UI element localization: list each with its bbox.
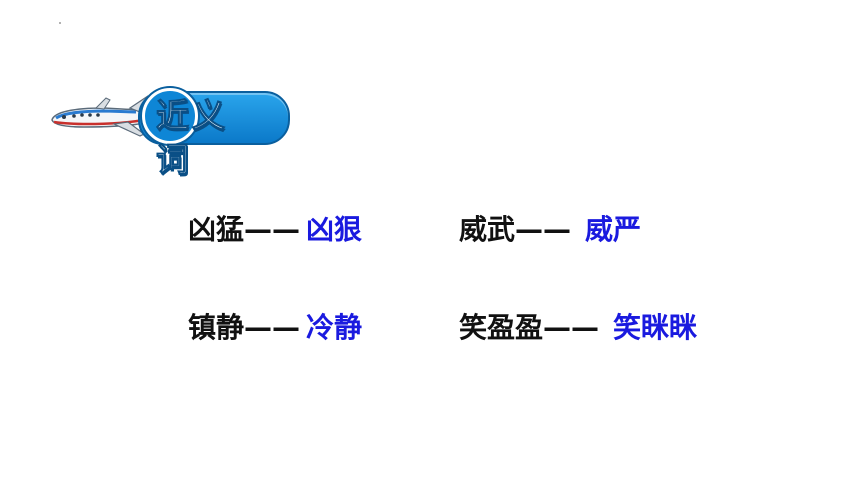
synonym-pair: 威武—— 威严 <box>459 210 641 250</box>
dash-separator: —— <box>543 311 600 344</box>
synonym-pair: 镇静——冷静 <box>188 308 362 348</box>
dash-separator: —— <box>244 213 301 246</box>
synonym-pair: 笑盈盈—— 笑眯眯 <box>459 308 697 348</box>
synonym-pair: 凶猛——凶狠 <box>188 210 362 250</box>
synonym: 凶狠 <box>306 213 363 246</box>
word: 凶猛 <box>188 213 245 246</box>
word: 镇静 <box>188 311 245 344</box>
word: 笑盈盈 <box>459 311 544 344</box>
badge-circle <box>142 88 198 144</box>
synonym: 笑眯眯 <box>613 311 698 344</box>
dash-separator: —— <box>244 311 301 344</box>
dash-separator: —— <box>515 213 572 246</box>
section-title: 近义词 <box>156 96 228 180</box>
synonym: 威严 <box>585 213 642 246</box>
dot-mark <box>59 22 61 24</box>
word: 威武 <box>459 213 516 246</box>
synonym: 冷静 <box>306 311 363 344</box>
section-badge: 近义词 <box>44 88 290 180</box>
